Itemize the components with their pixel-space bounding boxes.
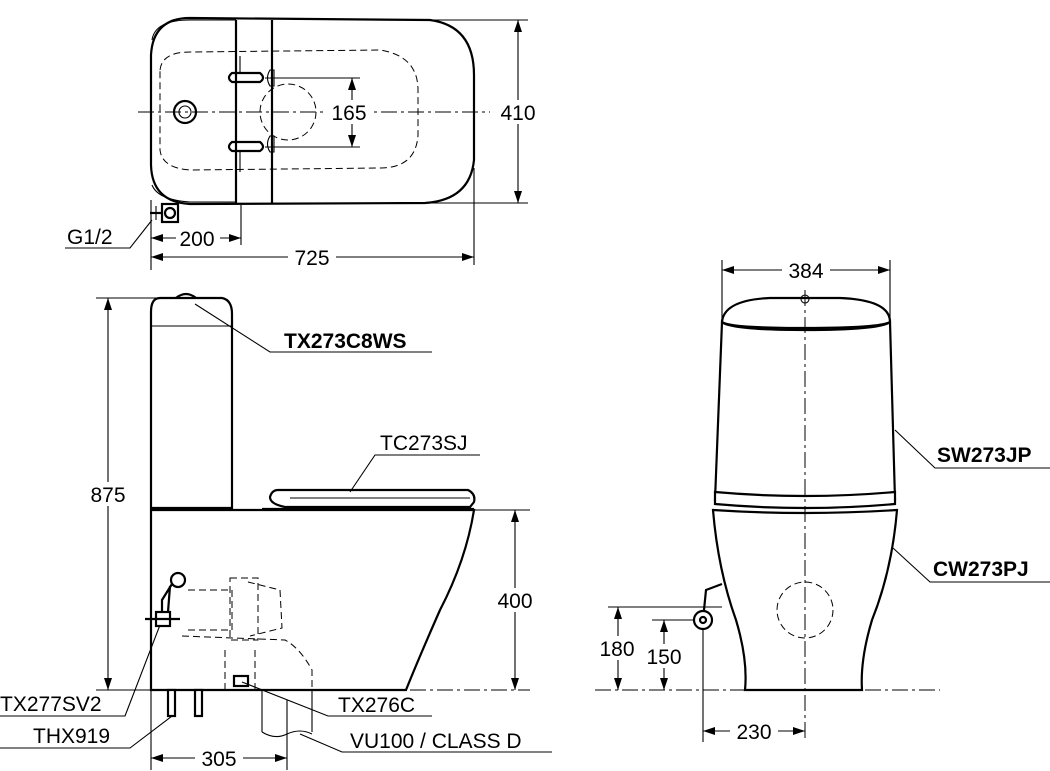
dim-label-384: 384 (788, 260, 823, 283)
plan-hinge-slot-bottom (227, 140, 265, 153)
callout-vu100: VU100 / CLASS D (350, 730, 522, 753)
dim-label-305: 305 (201, 748, 236, 771)
dim-label-410: 410 (500, 102, 535, 125)
callout-tx273c8ws: TX273C8WS (284, 330, 407, 353)
leader-tc273sj (349, 454, 480, 493)
side-internal-trap (229, 577, 259, 641)
dim-label-230: 230 (736, 721, 771, 744)
dim-label-725: 725 (294, 247, 329, 270)
side-outlet-pipe (261, 690, 313, 732)
plan-body-outline (149, 16, 476, 206)
callout-sw273jp: SW273JP (937, 444, 1032, 467)
leader-tx276c (241, 681, 432, 717)
plan-hinge-slot-top (227, 71, 265, 84)
callout-tx277sv2: TX277SV2 (0, 693, 102, 716)
plan-tank-edge-bottom (151, 184, 236, 203)
leader-tx277sv2 (0, 624, 161, 717)
callout-tx276c: TX276C (338, 694, 415, 717)
side-stop-valve (145, 571, 187, 628)
dim-label-165: 165 (331, 102, 366, 125)
callout-thx919: THX919 (33, 725, 110, 748)
leader-vu100 (299, 733, 552, 753)
leader-thx919 (0, 715, 173, 749)
callout-cw273pj: CW273PJ (933, 558, 1029, 581)
dim-label-400: 400 (497, 590, 532, 613)
leader-tx273c8ws (194, 303, 432, 353)
leader-sw273jp (894, 429, 1050, 469)
front-inlet-valve (692, 582, 723, 631)
dim-label-150: 150 (646, 646, 681, 669)
front-outlet-circle (776, 581, 834, 639)
leader-g12 (65, 219, 153, 249)
dim-label-200: 200 (179, 228, 214, 251)
side-view: 875 400 305 TX273C8WS TC273SJ TX277SV2 T… (0, 292, 552, 771)
leader-cw273pj (892, 547, 1050, 583)
plan-tank-edge (151, 19, 236, 41)
callout-tc273sj: TC273SJ (380, 432, 468, 455)
side-tank (149, 296, 234, 510)
callout-g12: G1/2 (67, 226, 113, 249)
dim-label-875: 875 (90, 484, 125, 507)
dim-label-180: 180 (599, 638, 634, 661)
front-view: 384 180 150 230 SW273JP CW273PJ (594, 258, 1050, 744)
plan-view: 165 410 200 725 G1/2 (65, 16, 542, 270)
side-flush-button (175, 292, 197, 299)
plan-fix-hole-top (266, 69, 275, 87)
plan-inlet-valve (150, 202, 180, 224)
side-bowl (149, 508, 476, 692)
